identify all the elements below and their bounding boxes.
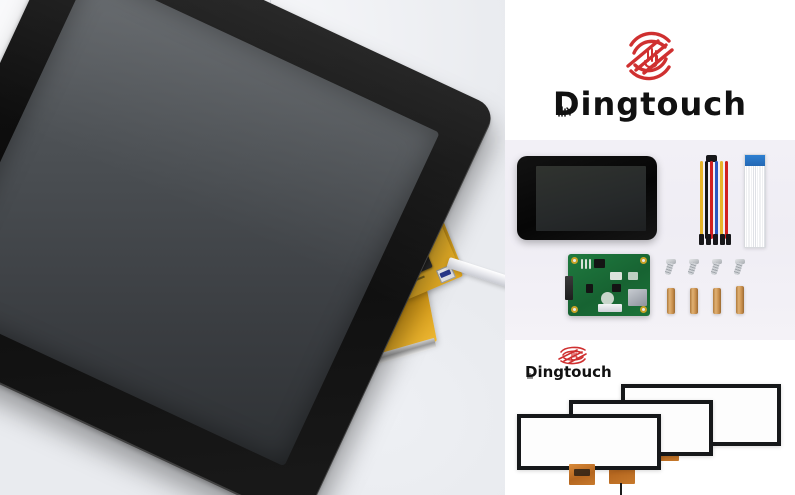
- mounting-pad: [571, 257, 578, 264]
- right-column: Dingtouch: [505, 0, 795, 495]
- jumper-wire-black: [705, 161, 708, 239]
- ce-mark: [610, 272, 622, 280]
- jumper-wire-yellow-2: [720, 161, 723, 239]
- ffc-socket: [598, 304, 622, 312]
- brand-wordmark: Dingtouch: [553, 88, 747, 120]
- fingerprint-touch-icon: [614, 20, 686, 92]
- mounting-screw: [687, 259, 699, 276]
- ic-component: [594, 259, 605, 268]
- dsi-connector: [565, 276, 573, 300]
- wire-plug: [699, 234, 704, 245]
- dsi-ribbon-cable: [744, 154, 766, 248]
- silkscreen-mark: [585, 259, 587, 269]
- wire-plug: [713, 234, 718, 245]
- wire-plug: [706, 234, 711, 245]
- brand-logo-panel: Dingtouch: [505, 0, 795, 140]
- usb-port: [628, 289, 647, 306]
- mounting-pad: [571, 306, 578, 313]
- touch-panel-small: [517, 414, 661, 485]
- wire-plug: [720, 234, 725, 245]
- jumper-wire-red: [710, 161, 713, 239]
- display-module-screen: [536, 166, 646, 231]
- mounting-screw: [710, 259, 722, 276]
- brand-wordmark-small: Dingtouch: [525, 363, 612, 381]
- display-module: [517, 156, 657, 240]
- raspberry-logo: [601, 292, 614, 305]
- wire-plug: [726, 234, 731, 245]
- silkscreen-mark: [581, 259, 583, 269]
- brass-standoff: [736, 286, 744, 314]
- mounting-screw: [733, 259, 745, 276]
- overlapping-touch-panels: Dingtouch: [505, 340, 795, 495]
- ic-component: [612, 284, 621, 292]
- raspberry-pi-driver-board: [565, 254, 650, 316]
- ic-component: [586, 284, 593, 293]
- brand-name-text-small: Dingtouch: [525, 363, 612, 381]
- jumper-wire-blue: [715, 161, 718, 239]
- mounting-screw: [664, 259, 676, 276]
- fpc-tail: [569, 464, 595, 485]
- brand-name-text: Dingtouch: [552, 85, 748, 123]
- brass-standoff: [713, 288, 721, 314]
- brand-logo-small: Dingtouch: [525, 344, 637, 388]
- jumper-wire-set: [698, 155, 732, 245]
- brass-standoff: [667, 288, 675, 314]
- mounting-pad: [640, 257, 647, 264]
- regulatory-mark: [628, 272, 638, 280]
- fingerprint-touch-icon-small: [553, 344, 593, 366]
- main-photo-panel: [0, 0, 505, 495]
- silkscreen-mark: [589, 259, 591, 269]
- brass-standoff: [690, 288, 698, 314]
- kit-components-flatlay: [505, 140, 795, 340]
- jumper-wire-yellow: [700, 161, 703, 239]
- mounting-pad: [640, 306, 647, 313]
- wire-hood: [706, 155, 717, 162]
- fpc-wire: [620, 483, 622, 495]
- jumper-wire-red-2: [725, 161, 728, 239]
